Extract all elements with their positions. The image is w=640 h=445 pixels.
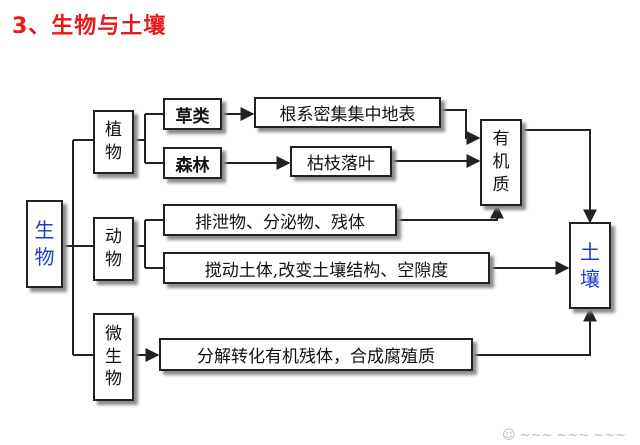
organic-matter-box: 有机质 [480, 119, 522, 206]
organic-matter-label: 有机质 [492, 129, 510, 195]
decompose-box: 分解转化有机残体，合成腐殖质 [159, 338, 473, 371]
bracket-plants [134, 113, 163, 164]
plants-box: 植物 [93, 110, 134, 174]
decompose-label: 分解转化有机残体，合成腐殖质 [197, 347, 435, 367]
bracket-animals [134, 219, 163, 269]
page-title: 3、生物与土壤 [12, 14, 167, 39]
forest-box: 森林 [163, 147, 222, 179]
forest-label: 森林 [175, 155, 210, 176]
microbes-label: 微生物 [105, 323, 122, 390]
stir-soil-label: 搅动土体,改变土壤结构、空隙度 [204, 260, 449, 281]
bracket-organisms [63, 139, 93, 356]
arrow-excretion-organic [397, 204, 504, 221]
plants-label: 植物 [105, 120, 122, 163]
root-surface-label: 根系密集集中地表 [279, 105, 416, 125]
arrow-organic-soil [522, 129, 597, 224]
watermark-logo: ☺ ~~~ ~~~ ~~~ [502, 428, 626, 443]
grass-label: 草类 [175, 106, 210, 127]
root-surface-box: 根系密集集中地表 [254, 97, 441, 128]
soil-box: 土壤 [569, 222, 611, 309]
arrow-decompose-soil [473, 307, 597, 356]
grass-box: 草类 [163, 98, 222, 130]
organisms-label: 生物 [34, 218, 55, 269]
animals-box: 动物 [93, 217, 134, 281]
organisms-box: 生物 [26, 200, 63, 288]
excretion-label: 排泄物、分泌物、残体 [195, 212, 365, 233]
stir-soil-box: 搅动土体,改变土壤结构、空隙度 [163, 252, 490, 284]
microbes-box: 微生物 [93, 313, 134, 401]
soil-label: 土壤 [580, 239, 600, 291]
litter-label: 枯枝落叶 [307, 154, 375, 174]
excretion-box: 排泄物、分泌物、残体 [163, 204, 397, 236]
litter-box: 枯枝落叶 [290, 146, 392, 177]
animals-label: 动物 [105, 227, 122, 270]
arrow-roots-organic [441, 109, 481, 145]
